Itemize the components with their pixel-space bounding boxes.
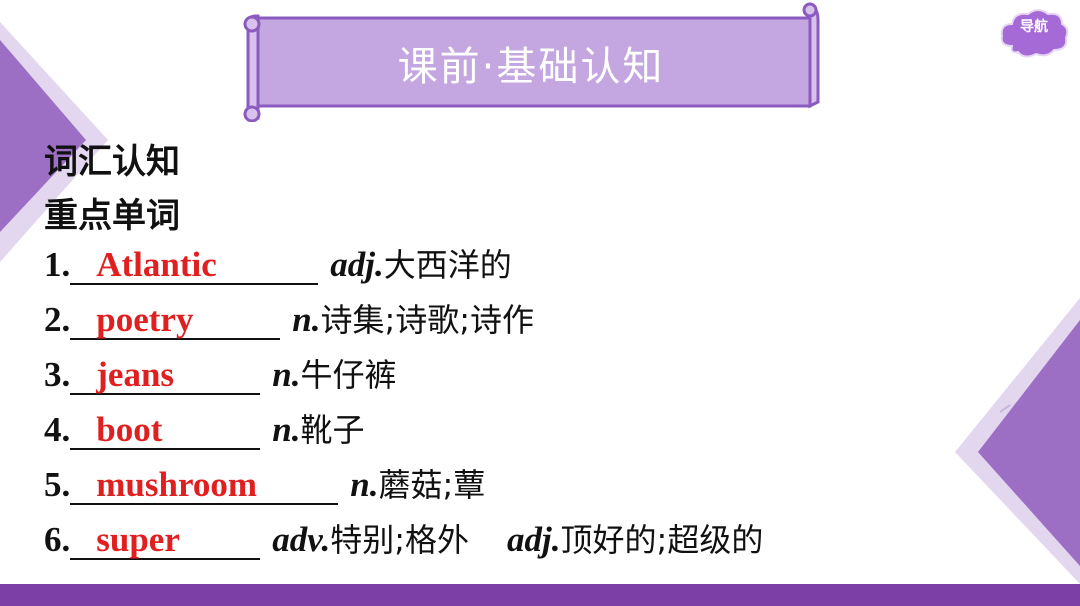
vocab-item: 2. poetry n. 诗集;诗歌;诗作 — [44, 295, 763, 350]
part-of-speech: n. — [292, 300, 321, 339]
word-meaning: 大西洋的 — [383, 246, 512, 284]
bottom-bar — [0, 584, 1080, 606]
word-meaning: 蘑菇;蕈 — [378, 466, 486, 504]
answer-blank: boot — [70, 410, 261, 450]
vocab-item: 5. mushroom n. 蘑菇;蕈 — [44, 460, 763, 515]
vocab-item: 3. jeans n. 牛仔裤 — [44, 350, 763, 405]
answer-blank: Atlantic — [70, 245, 319, 285]
section-subheading: 重点单词 — [44, 196, 180, 236]
part-of-speech: adj. — [507, 520, 561, 559]
vocab-item: 4. boot n. 靴子 — [44, 405, 763, 460]
word-meaning: 诗集;诗歌;诗作 — [320, 301, 535, 339]
nav-button[interactable]: 导航 — [1020, 19, 1048, 35]
nav-cloud-icon[interactable] — [998, 6, 1070, 60]
item-number: 6. — [44, 520, 71, 559]
answer-blank: super — [70, 520, 261, 560]
vocab-list: 1. Atlantic adj. 大西洋的 2. poetry n. 诗集;诗歌… — [44, 240, 763, 570]
page-title: 课前·基础认知 — [397, 44, 665, 90]
item-number: 2. — [44, 300, 71, 339]
item-number: 5. — [44, 465, 71, 504]
part-of-speech: n. — [272, 355, 301, 394]
word-meaning: 靴子 — [300, 411, 365, 449]
answer-word: jeans — [96, 355, 175, 394]
answer-word: poetry — [96, 300, 194, 339]
item-number: 1. — [44, 245, 71, 284]
section-heading: 词汇认知 — [44, 142, 180, 182]
answer-word: super — [96, 520, 180, 559]
item-number: 3. — [44, 355, 71, 394]
part-of-speech: adv. — [272, 520, 331, 559]
scroll-banner — [243, 2, 820, 122]
answer-blank: mushroom — [70, 465, 339, 505]
vocab-item: 1. Atlantic adj. 大西洋的 — [44, 240, 763, 295]
part-of-speech: adj. — [330, 245, 384, 284]
part-of-speech: n. — [272, 410, 301, 449]
word-meaning: 牛仔裤 — [300, 356, 397, 394]
word-meaning: 特别;格外 — [330, 521, 470, 559]
answer-blank: poetry — [70, 300, 281, 340]
answer-word: mushroom — [96, 465, 258, 504]
item-number: 4. — [44, 410, 71, 449]
answer-word: Atlantic — [96, 245, 217, 284]
word-meaning: 顶好的;超级的 — [560, 521, 764, 559]
part-of-speech: n. — [350, 465, 379, 504]
answer-blank: jeans — [70, 355, 261, 395]
vocab-item: 6. super adv. 特别;格外 adj. 顶好的;超级的 — [44, 515, 763, 570]
answer-word: boot — [96, 410, 163, 449]
